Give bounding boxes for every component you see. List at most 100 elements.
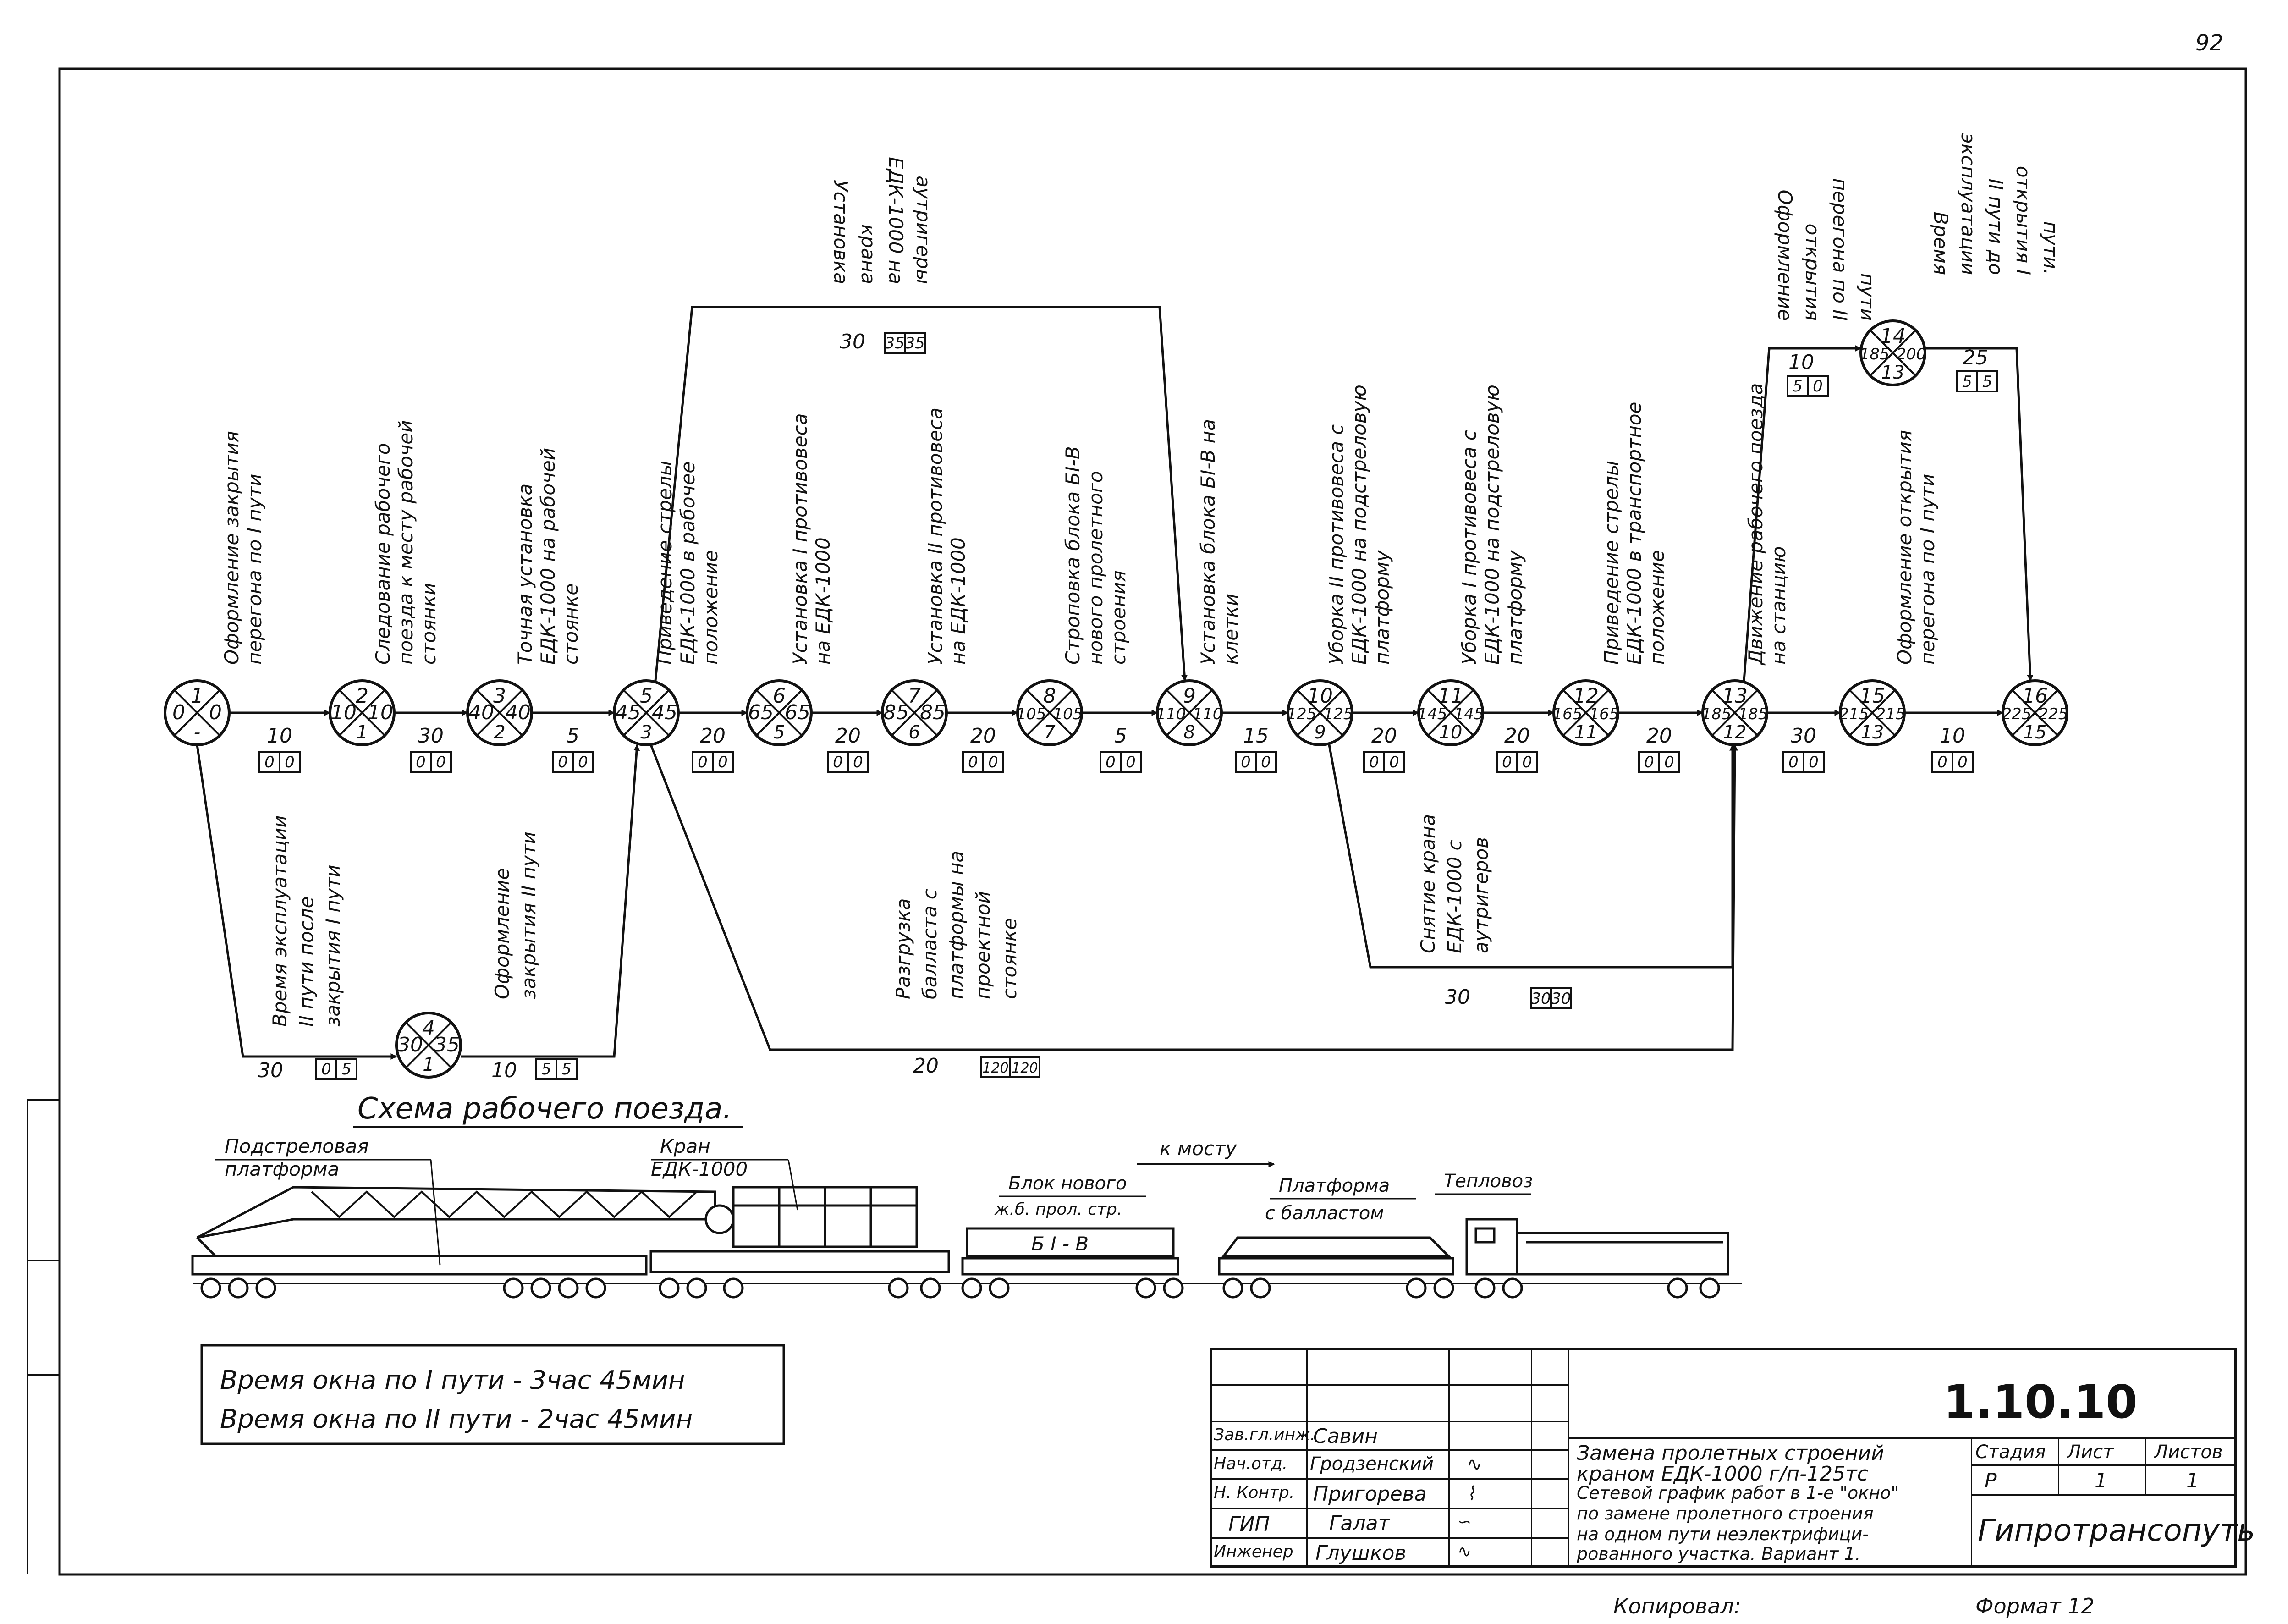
node-predecessor: 12 (1723, 722, 1747, 743)
wheel (686, 1277, 707, 1299)
reserve-value: 30 (1551, 990, 1571, 1008)
wheel (1163, 1277, 1184, 1299)
node-early-time: 30 (397, 1033, 423, 1057)
activity-label: закрытия II пути (517, 831, 540, 999)
node-late-time: 65 (785, 701, 810, 724)
reserve-value: 0 (416, 753, 426, 771)
reserve-value: 120 (1012, 1060, 1038, 1076)
activity-duration: 20 (970, 724, 996, 748)
activity-duration: 20 (835, 724, 861, 748)
node-predecessor: 13 (1861, 722, 1884, 743)
block-car (966, 1227, 1175, 1257)
activity-label: платформу (1371, 550, 1393, 665)
train-label-loco: Тепловоз (1444, 1171, 1533, 1192)
activity-label: пути (1856, 273, 1879, 321)
wheel (585, 1277, 606, 1299)
activity-label: Приведение стрелы (1600, 461, 1622, 665)
node-number: 1 (191, 684, 204, 708)
node-early-time: 0 (172, 701, 185, 724)
activity-label: положение (699, 550, 722, 665)
node-early-time: 185 (1860, 345, 1890, 363)
reserve-value: 0 (718, 753, 728, 771)
page-number: 92 (2195, 30, 2223, 56)
activity-label: аутригеры (912, 176, 935, 284)
node-late-time: 45 (652, 701, 677, 724)
activity-label: положение (1646, 550, 1668, 665)
node-predecessor: 6 (908, 722, 920, 743)
activity-label: Уборка II противовеса с (1325, 424, 1348, 665)
reserve-value: 0 (436, 753, 446, 771)
activity-label: клетки (1220, 594, 1242, 665)
reserve-value: 0 (1813, 377, 1823, 396)
reserve-value: 0 (1522, 753, 1532, 771)
node-early-time: 65 (748, 701, 774, 724)
wheel (961, 1277, 982, 1299)
staff-name-2: Гродзенский (1310, 1453, 1434, 1475)
wheel (200, 1277, 221, 1299)
activity-label: открытия I (2012, 166, 2035, 275)
wheel (723, 1277, 744, 1299)
staff-role-4: ГИП (1228, 1513, 1270, 1536)
node-number: 8 (1043, 684, 1056, 708)
staff-role-5: Инженер (1214, 1542, 1293, 1561)
activity-label: ЕДК-1000 на рабочей (537, 448, 559, 665)
stamp-desc-3: на одном пути неэлектрифици- (1577, 1524, 1869, 1544)
activity-label: Время (1930, 212, 1952, 275)
wheel (255, 1277, 276, 1299)
stamp-sheet: 1 (2095, 1469, 2107, 1492)
activity-label: стоянки (418, 583, 440, 665)
train-label-block-1: Блок нового (1008, 1173, 1127, 1194)
activity-label: крана (857, 224, 880, 284)
wheel (1222, 1277, 1243, 1299)
activity-label: стоянке (998, 918, 1021, 999)
activity-duration: 30 (1791, 724, 1816, 748)
node-predecessor: 1 (423, 1054, 434, 1075)
activity-label: Уборка I противовеса с (1458, 430, 1480, 665)
window-time-2: Время окна по II пути - 2час 45мин (220, 1404, 693, 1434)
activity-duration: 5 (566, 724, 579, 748)
activity-duration: 15 (1243, 724, 1269, 748)
reserve-value: 0 (1664, 753, 1674, 771)
activity-label: ЕДК-1000 в рабочее (676, 462, 699, 665)
activity-label: Строповка блока БI-В (1062, 446, 1084, 665)
node-late-time: 185 (1738, 705, 1768, 723)
node-predecessor: 3 (640, 722, 652, 743)
activity-duration: 10 (1788, 351, 1814, 374)
wheel (1699, 1277, 1720, 1299)
reserve-value: 0 (988, 753, 998, 771)
reserve-value: 0 (1261, 753, 1271, 771)
activity-duration: 20 (1646, 724, 1672, 748)
activity-arrow (196, 744, 397, 1060)
reserve-value: 0 (264, 753, 275, 771)
node-predecessor: 13 (1881, 362, 1905, 383)
activity-label: Оформление открытия (1893, 430, 1916, 665)
reserve-value: 0 (1788, 753, 1798, 771)
node-predecessor: 8 (1183, 722, 1195, 743)
node-late-time: 85 (920, 701, 946, 724)
reserve-value: 0 (1958, 753, 1968, 771)
activity-label: ЕДК-1000 на (885, 157, 907, 284)
stamp-h-sheet: Лист (2067, 1442, 2114, 1463)
activity-label: Оформление (491, 868, 513, 999)
activity-label: Следование рабочего (372, 443, 394, 665)
node-late-time: 165 (1590, 705, 1619, 723)
activity-label: Снятие крана (1417, 814, 1439, 953)
activity-duration: 20 (700, 724, 726, 748)
node-early-time: 110 (1156, 705, 1186, 723)
ballast-car (1221, 1236, 1452, 1257)
activity-duration: 5 (1114, 724, 1127, 748)
activity-label: Установка блока БI-В на (1197, 419, 1219, 665)
activity-label: ЕДК-1000 в транспортное (1623, 402, 1645, 665)
